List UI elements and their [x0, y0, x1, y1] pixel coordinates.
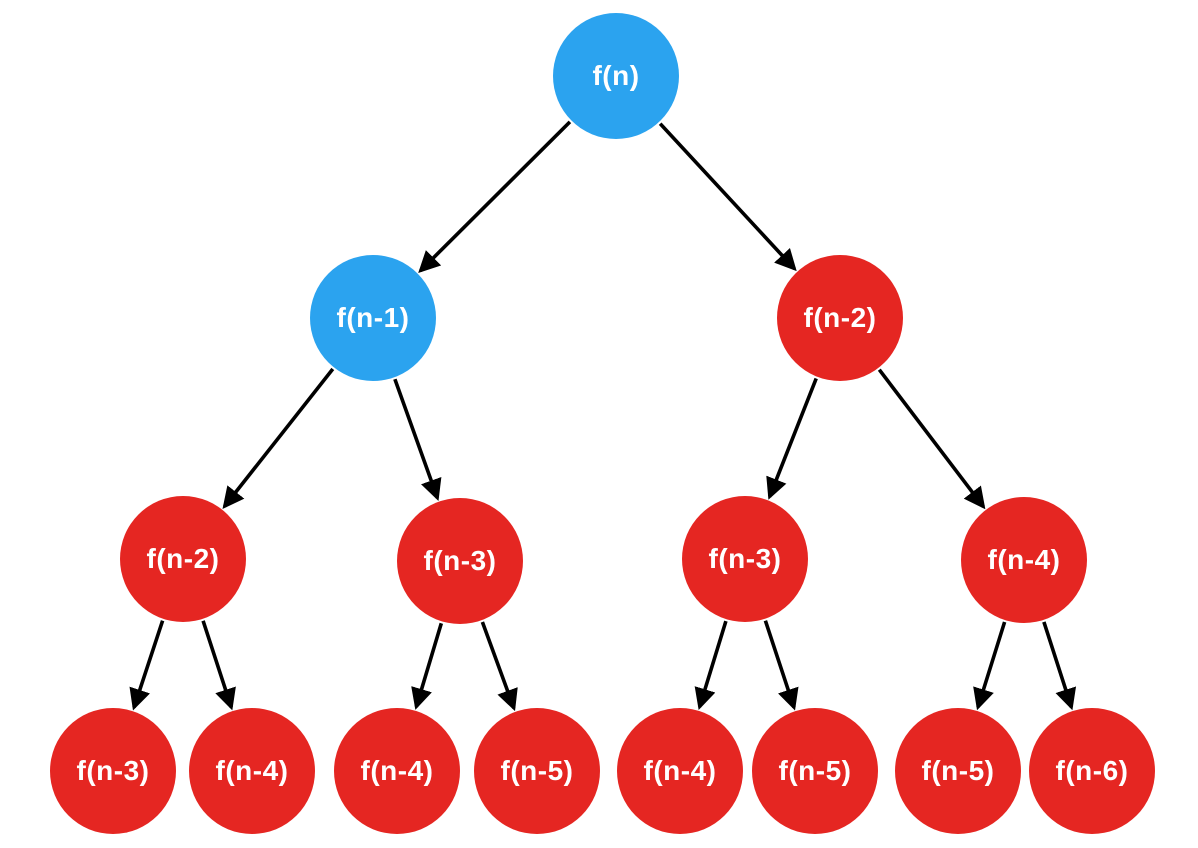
edge-arrow — [480, 621, 518, 712]
edge-arrow — [411, 622, 444, 710]
tree-node-1: f(n-1) — [310, 255, 436, 381]
edge-arrow — [973, 621, 1007, 711]
tree-node-4: f(n-3) — [397, 498, 523, 624]
node-label: f(n-1) — [336, 302, 410, 333]
tree-node-7: f(n-3) — [50, 708, 176, 834]
edge-arrow — [393, 378, 442, 501]
edge-arrow — [766, 377, 818, 500]
edge-arrow — [694, 620, 728, 710]
node-label: f(n-4) — [360, 755, 434, 786]
node-label: f(n-4) — [987, 544, 1061, 575]
tree-node-8: f(n-4) — [189, 708, 315, 834]
edge-arrow — [222, 367, 335, 509]
tree-node-0: f(n) — [553, 13, 679, 139]
tree-node-12: f(n-5) — [752, 708, 878, 834]
node-label: f(n-3) — [423, 545, 497, 576]
tree-node-10: f(n-5) — [474, 708, 600, 834]
edge-arrow — [877, 368, 986, 510]
tree-node-3: f(n-2) — [120, 496, 246, 622]
edge-arrow — [658, 122, 797, 272]
tree-node-2: f(n-2) — [777, 255, 903, 381]
node-label: f(n-2) — [803, 302, 877, 333]
tree-node-5: f(n-3) — [682, 496, 808, 622]
tree-node-6: f(n-4) — [961, 497, 1087, 623]
node-label: f(n-3) — [708, 543, 782, 574]
node-label: f(n-6) — [1055, 755, 1129, 786]
node-label: f(n-3) — [76, 755, 150, 786]
node-label: f(n-5) — [921, 755, 995, 786]
node-label: f(n-4) — [643, 755, 717, 786]
edge-arrow — [201, 620, 236, 711]
tree-node-11: f(n-4) — [617, 708, 743, 834]
tree-node-14: f(n-6) — [1029, 708, 1155, 834]
node-label: f(n-5) — [500, 755, 574, 786]
edge-arrow — [763, 620, 799, 711]
tree-node-13: f(n-5) — [895, 708, 1021, 834]
edge-arrow — [129, 620, 165, 711]
node-label: f(n-4) — [215, 755, 289, 786]
edge-arrow — [1042, 621, 1077, 711]
node-label: f(n-5) — [778, 755, 852, 786]
edge-arrow — [418, 120, 572, 273]
node-label: f(n) — [592, 60, 640, 91]
node-label: f(n-2) — [146, 543, 220, 574]
tree-node-9: f(n-4) — [334, 708, 460, 834]
